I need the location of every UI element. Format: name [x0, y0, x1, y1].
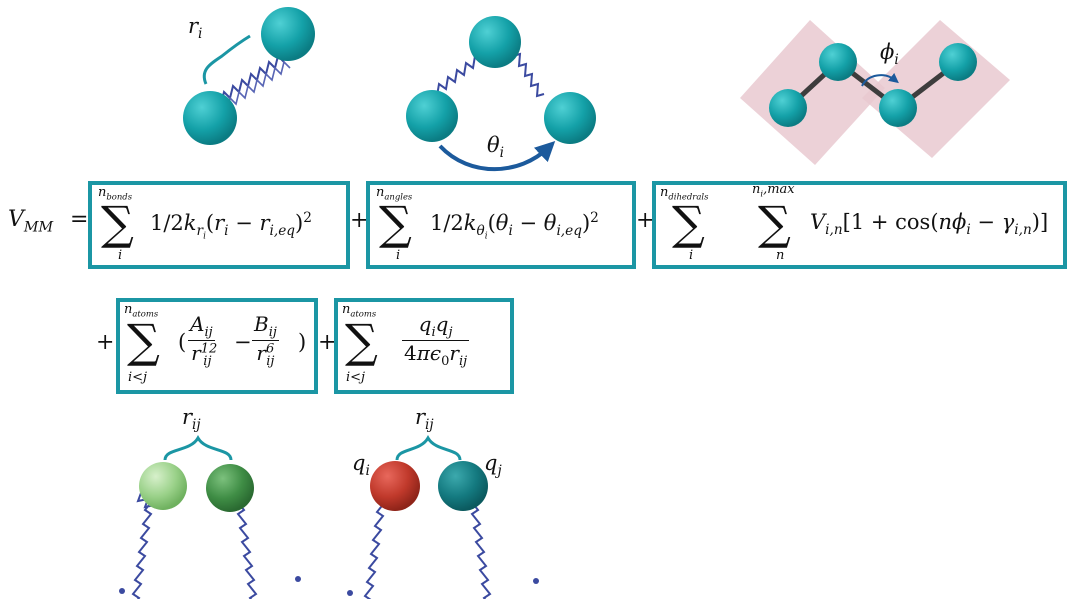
vdw-distance-label: rij [182, 405, 201, 434]
dihedral-arrow [861, 72, 899, 87]
bond-atom-bottom [183, 91, 237, 145]
vdw-sum-lower: i<j [128, 370, 148, 385]
angle-label: θi [487, 133, 505, 162]
coulomb-atom-red [370, 461, 420, 511]
angle-sum-lower: i [396, 248, 401, 263]
dihedral-atom-3 [879, 89, 917, 127]
equation-equals: = [70, 207, 89, 232]
angle-sum-sigma: ∑ [379, 196, 412, 250]
coulomb-term-box [334, 298, 514, 394]
dihedral-term-box [652, 181, 1067, 269]
dihedral-sum2-lower: n [776, 248, 785, 263]
bond-length-label: ri [188, 14, 203, 43]
angle-arrow [438, 141, 556, 172]
bond-term-expr: 1/2kri(ri − ri,eq)2 [150, 210, 312, 242]
angle-atom-top [469, 16, 521, 68]
coulomb-distance-label: rij [415, 405, 434, 434]
angle-sum-upper: nangles [376, 185, 413, 202]
bond-sum-sigma: ∑ [101, 196, 134, 250]
coulomb-atom-teal [438, 461, 488, 511]
coulomb-sum-lower: i<j [346, 370, 366, 385]
bond-sum-lower: i [118, 248, 123, 263]
bond-brace [202, 34, 251, 85]
dihedral-atom-1 [769, 89, 807, 127]
angle-atom-left [406, 90, 458, 142]
dihedral-sum1-sigma: ∑ [672, 196, 705, 250]
dihedral-sum2-upper: ni,max [752, 182, 795, 199]
dihedral-sum1-lower: i [689, 248, 694, 263]
bond-sum-upper: nbonds [98, 185, 133, 202]
coulomb-sum-upper: natoms [342, 302, 377, 319]
plus-2: + [636, 208, 655, 233]
coulomb-end-right [533, 578, 539, 584]
plus-4: + [318, 330, 337, 355]
vdw-brace [163, 434, 233, 461]
angle-term-expr: 1/2kθi(θi − θi,eq)2 [430, 210, 599, 242]
vdw-atom-dark-green [206, 464, 254, 512]
vdw-atom-light-green [139, 462, 187, 510]
angle-atom-right [544, 92, 596, 144]
dihedral-sum2-sigma: ∑ [758, 196, 791, 250]
coulomb-sum-sigma: ∑ [345, 314, 378, 368]
vdw-term-box [116, 298, 318, 394]
dihedral-atom-4 [939, 43, 977, 81]
coulomb-springs [363, 499, 492, 599]
vdw-sum-upper: natoms [124, 302, 159, 319]
dihedral-term-expr: Vi,n[1 + cos(nϕi − γi,n)] [810, 210, 1049, 239]
vdw-close-paren: ) [298, 330, 307, 354]
equation-lhs: VMM [8, 207, 54, 236]
vdw-open-paren: ( [178, 330, 187, 354]
charge-j-label: qj [484, 451, 502, 480]
dihedral-sum1-upper: ndihedrals [660, 185, 709, 202]
charge-i-label: qi [352, 451, 370, 480]
vdw-sum-sigma: ∑ [127, 314, 160, 368]
plus-1: + [350, 208, 369, 233]
dihedral-label: ϕi [880, 40, 899, 69]
vdw-end-right [295, 576, 301, 582]
dihedral-atom-2 [819, 43, 857, 81]
bond-atom-top [261, 7, 315, 61]
vdw-end-left [119, 588, 125, 594]
coulomb-brace [395, 434, 462, 461]
coulomb-end-left [347, 590, 353, 596]
angle-term-box [366, 181, 636, 269]
plus-3: + [96, 330, 115, 355]
vdw-minus: − [234, 330, 252, 354]
bond-term-box [88, 181, 350, 269]
